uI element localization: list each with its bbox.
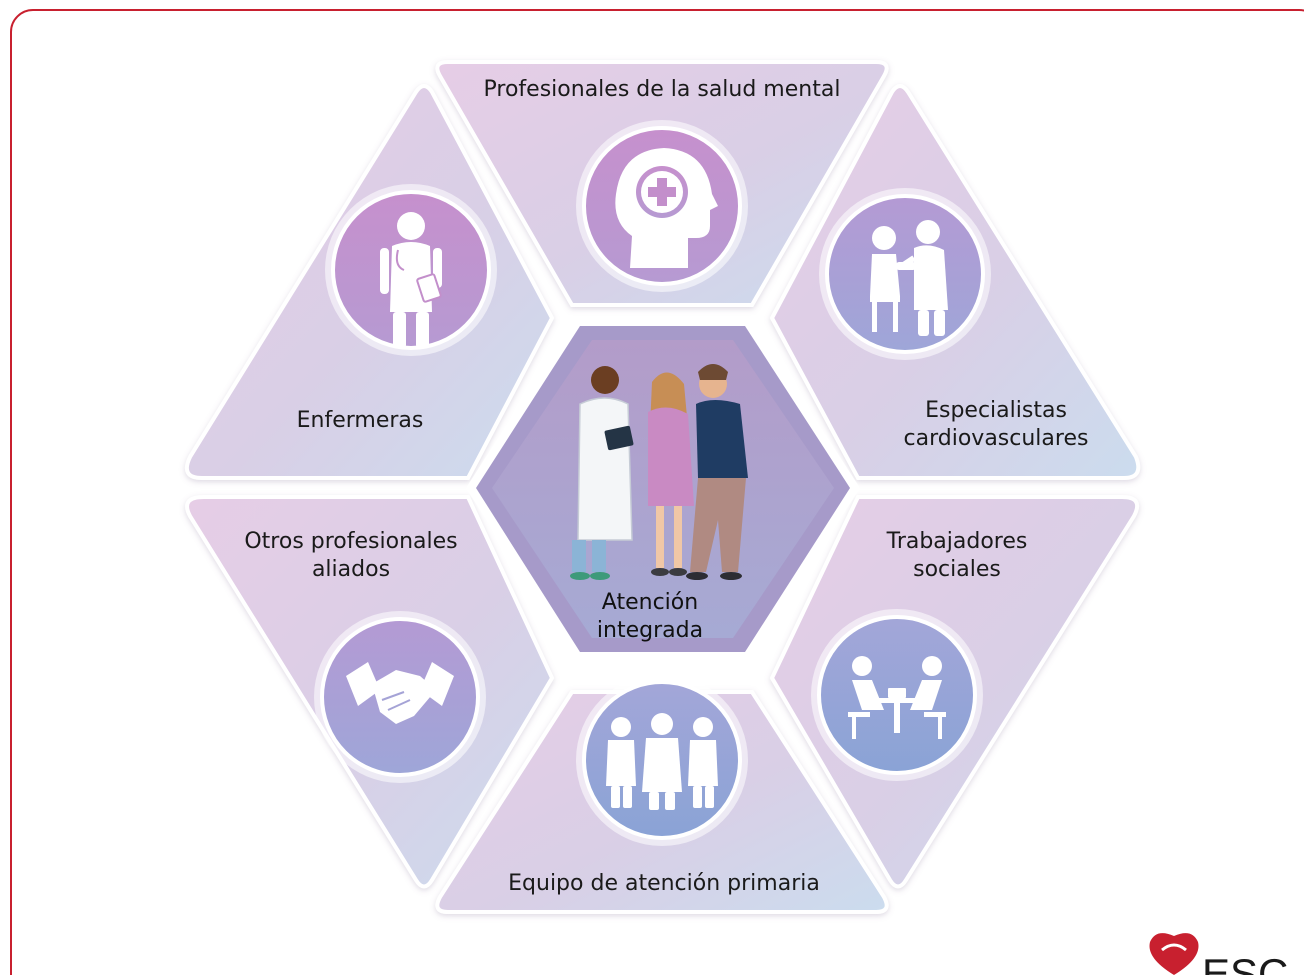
segment-bottom-label: Equipo de atención primaria bbox=[508, 871, 820, 896]
segment-lower-right-label-line-1: Trabajadores bbox=[886, 529, 1028, 554]
segment-bottom-content: Equipo de atención primaria bbox=[508, 674, 820, 896]
social-worker-meeting-icon bbox=[848, 656, 946, 739]
segment-lower-right-content: Trabajadores sociales bbox=[811, 529, 1027, 781]
segment-upper-left-label: Enfermeras bbox=[297, 408, 424, 433]
center-label-line-2: integrada bbox=[597, 618, 703, 643]
center-label-line-1: Atención bbox=[602, 590, 698, 615]
segment-top-label: Profesionales de la salud mental bbox=[484, 77, 841, 102]
segment-upper-right-content: Especialistas cardiovasculares bbox=[819, 188, 1088, 451]
segment-upper-right-label-line-1: Especialistas bbox=[925, 398, 1067, 423]
cardiologist-patient-icon bbox=[870, 220, 948, 336]
esc-logo: ESC bbox=[1149, 933, 1288, 975]
handshake-icon bbox=[346, 662, 454, 724]
primary-care-team-icon bbox=[606, 713, 718, 810]
frame-border bbox=[10, 9, 1304, 975]
segment-lower-left-content: Otros profesionales aliados bbox=[244, 529, 486, 783]
segment-upper-left-content: Enfermeras bbox=[297, 184, 497, 433]
segment-lower-left-label-line-1: Otros profesionales bbox=[244, 529, 457, 554]
logo-text: ESC bbox=[1202, 950, 1288, 975]
segment-lower-left-label-line-2: aliados bbox=[312, 557, 390, 582]
care-team-people-icon bbox=[570, 364, 748, 580]
heart-logo-icon bbox=[1149, 933, 1199, 975]
nurse-icon bbox=[380, 212, 442, 348]
segment-upper-right-label-line-2: cardiovasculares bbox=[904, 426, 1089, 451]
head-medical-cross-icon bbox=[615, 148, 718, 268]
segment-top-content: Profesionales de la salud mental bbox=[484, 77, 841, 292]
segment-lower-right-label-line-2: sociales bbox=[913, 557, 1001, 582]
